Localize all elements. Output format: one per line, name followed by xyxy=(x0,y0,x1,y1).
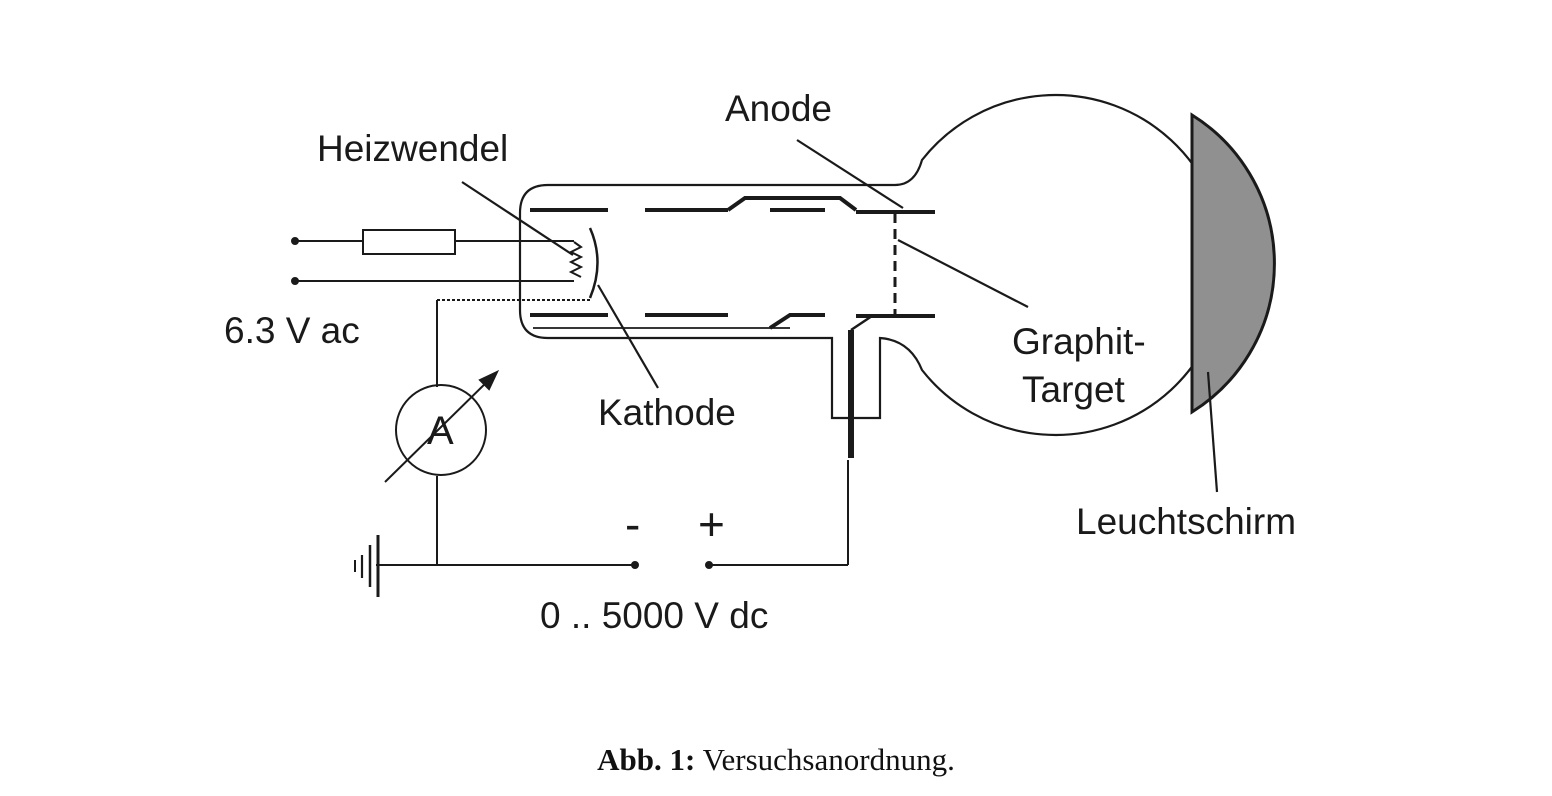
anode-pointer xyxy=(796,139,904,209)
label-voltage-ac: 6.3 V ac xyxy=(224,310,360,351)
kathode-pointer xyxy=(597,284,659,389)
tube-envelope xyxy=(518,93,1227,437)
label-heizwendel: Heizwendel xyxy=(317,128,508,169)
tube-upper-outline xyxy=(518,93,1227,437)
label-voltage-dc: 0 .. 5000 V dc xyxy=(540,595,768,636)
label-graphit-line2: Target xyxy=(1022,369,1126,410)
graphit-pointer xyxy=(897,239,1029,308)
caption-text: Versuchsanordnung. xyxy=(702,742,955,777)
heizwendel-pointer xyxy=(461,181,574,256)
leuchtschirm-pointer xyxy=(1206,371,1219,493)
anode-cylinder xyxy=(530,196,935,330)
fluorescent-screen xyxy=(1190,112,1276,415)
figure-caption: Abb. 1: Versuchsanordnung. xyxy=(0,742,1552,778)
label-kathode: Kathode xyxy=(598,392,736,433)
ammeter-arrow-icon xyxy=(478,369,500,391)
heating-coil xyxy=(568,241,584,278)
cathode xyxy=(588,227,599,299)
anode-lead-connector xyxy=(850,314,873,332)
heater-circuit xyxy=(291,229,574,285)
caption-prefix: Abb. 1: xyxy=(597,742,696,777)
label-graphit-line1: Graphit- xyxy=(1012,321,1146,362)
resistor xyxy=(362,229,456,255)
ammeter-label: A xyxy=(427,409,454,453)
label-minus: - xyxy=(625,498,640,550)
label-pointers xyxy=(461,139,1219,493)
ammeter xyxy=(395,384,487,476)
label-anode: Anode xyxy=(725,88,832,129)
label-plus: + xyxy=(698,498,725,550)
cathode-ground-circuit xyxy=(354,299,849,597)
label-leuchtschirm: Leuchtschirm xyxy=(1076,501,1296,542)
